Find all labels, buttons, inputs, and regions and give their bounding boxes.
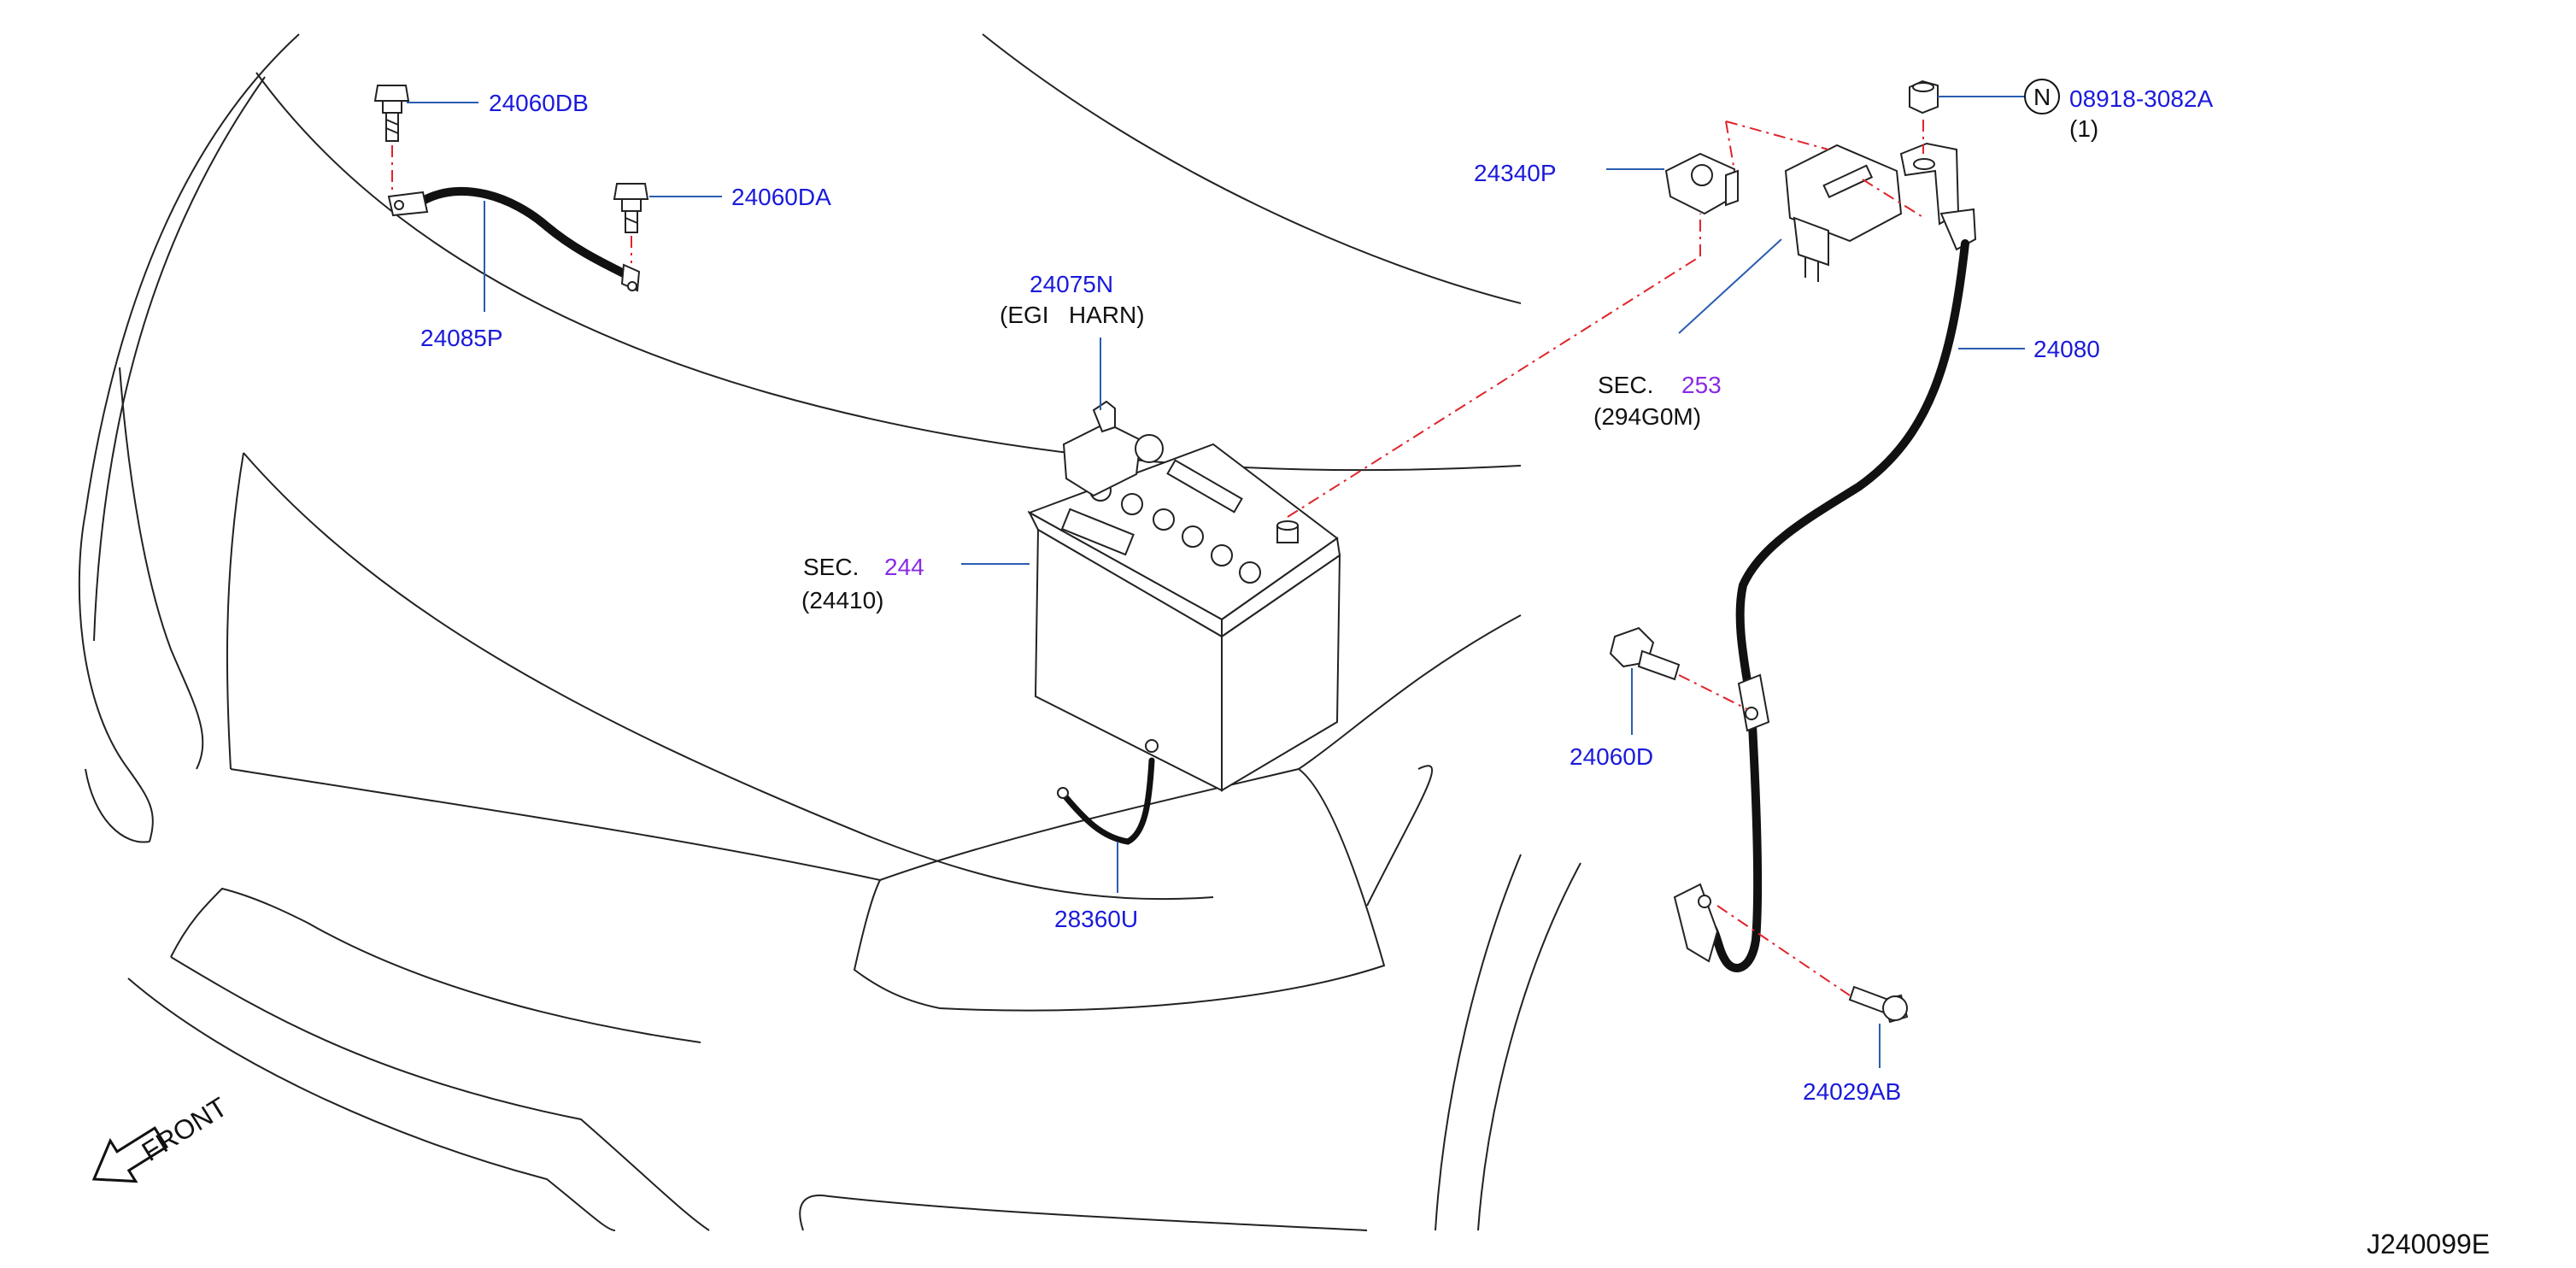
vehicle-outline — [78, 33, 1581, 1231]
battery-cable-24085p — [373, 85, 649, 292]
bolt-24029ab — [1848, 985, 1909, 1024]
terminal-24340p — [1664, 152, 1739, 215]
label-24029ab: 24029AB — [1803, 1078, 1901, 1105]
label-294g0m: (294G0M) — [1593, 403, 1701, 430]
front-arrow-icon — [91, 1126, 168, 1183]
leader-lines — [407, 96, 2025, 1068]
label-28360u: 28360U — [1054, 906, 1138, 932]
bolt-24060db — [373, 85, 410, 142]
battery-cable-24080 — [1673, 142, 1977, 972]
nut-symbol-letter: N — [2033, 84, 2051, 110]
label-24410: (24410) — [801, 587, 884, 613]
label-sec-244: 244 — [884, 554, 924, 580]
battery-24410 — [1027, 400, 1341, 792]
label-24060db: 24060DB — [489, 90, 589, 116]
label-sec-253: 253 — [1681, 372, 1722, 398]
label-24060da: 24060DA — [731, 184, 831, 210]
label-24075n: 24075N — [1030, 271, 1113, 297]
label-quantity: (1) — [2069, 115, 2098, 142]
ground-cable-28360u — [1057, 739, 1159, 845]
nut-symbol-circle — [2024, 79, 2060, 114]
sensor-294g0m — [1784, 144, 1903, 282]
phantom-lines — [1287, 120, 1925, 996]
label-24085p: 24085P — [420, 325, 503, 351]
cable-24085p — [419, 186, 628, 278]
label-24060d: 24060D — [1570, 743, 1653, 770]
label-sec-253-prefix: SEC. — [1598, 372, 1653, 398]
bolt-24060d — [1609, 626, 1681, 681]
nut-08918-3082a — [1909, 79, 1939, 114]
bolt-24060da — [613, 183, 649, 233]
label-24340p: 24340P — [1474, 160, 1557, 186]
label-24080: 24080 — [2033, 336, 2100, 362]
label-08918-3082a: 08918-3082A — [2069, 85, 2213, 112]
figure-id: J240099E — [2367, 1229, 2490, 1259]
label-sec-244-prefix: SEC. — [803, 554, 859, 580]
label-egi-harn: (EGI HARN) — [1000, 302, 1145, 328]
